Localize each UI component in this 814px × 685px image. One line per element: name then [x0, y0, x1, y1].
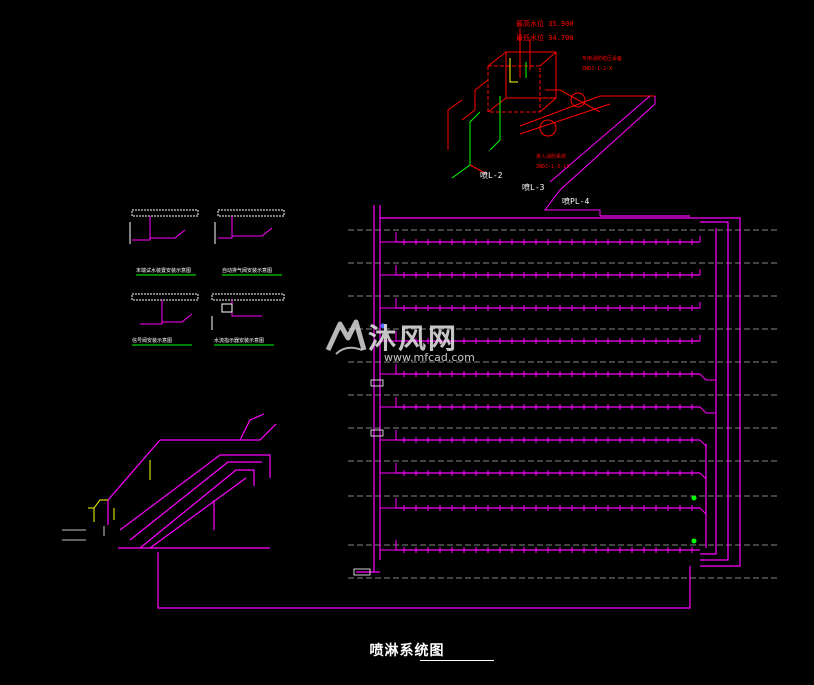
detail-drawings: [129, 209, 285, 330]
detail-captions: 末端试水装置安装示意图 自动排气阀安装示意图 信号阀安装示意图 水流指示器安装示…: [132, 267, 272, 344]
sprinkler-heads: [403, 239, 693, 553]
note4: ZWDJ-1-3-13: [536, 164, 569, 170]
title-underline: [420, 660, 494, 661]
pump-room-yellow: [88, 460, 151, 522]
riser-l3: 喷L-3: [522, 182, 545, 192]
pump-room-white: [62, 526, 105, 541]
detail-caption-2: 自动排气阀安装示意图: [222, 267, 272, 274]
pump-room-isometric: [107, 413, 691, 609]
detail-underlines: [132, 274, 282, 346]
watermark-url: www.mfcad.com: [384, 351, 475, 364]
elevation-top: 最高水位 35.900: [516, 19, 574, 28]
detail-caption-1: 末端试水装置安装示意图: [136, 267, 191, 274]
riser-l2: 喷L-2: [480, 170, 503, 180]
detail-caption-3: 信号阀安装示意图: [132, 337, 172, 344]
tank-labels: 最高水位 35.900 最低水位 34.700 专用消防稳压设备 ZWDJ-1-…: [480, 19, 622, 206]
branch-pipes: [380, 232, 716, 551]
detail-caption-4: 水流指示器安装示意图: [214, 337, 264, 344]
riser-pl4: 喷PL-4: [562, 196, 589, 206]
riser-valves: [353, 323, 697, 576]
elevation-bottom: 最低水位 34.700: [516, 33, 574, 42]
water-tank-isometric: [447, 28, 656, 216]
watermark-cn: 沐风网: [368, 322, 459, 355]
note3: 排入消防系统: [536, 153, 566, 160]
mf-logo-icon: [325, 319, 367, 355]
floor-dash-lines: [348, 229, 780, 579]
riser-pipes: [356, 205, 741, 573]
diagram-title: 喷淋系统图: [369, 643, 445, 659]
note2: ZWDJ-1-2-X: [582, 66, 612, 72]
note1: 专用消防稳压设备: [582, 55, 622, 62]
watermark: 沐风网 www.mfcad.com: [326, 317, 496, 367]
